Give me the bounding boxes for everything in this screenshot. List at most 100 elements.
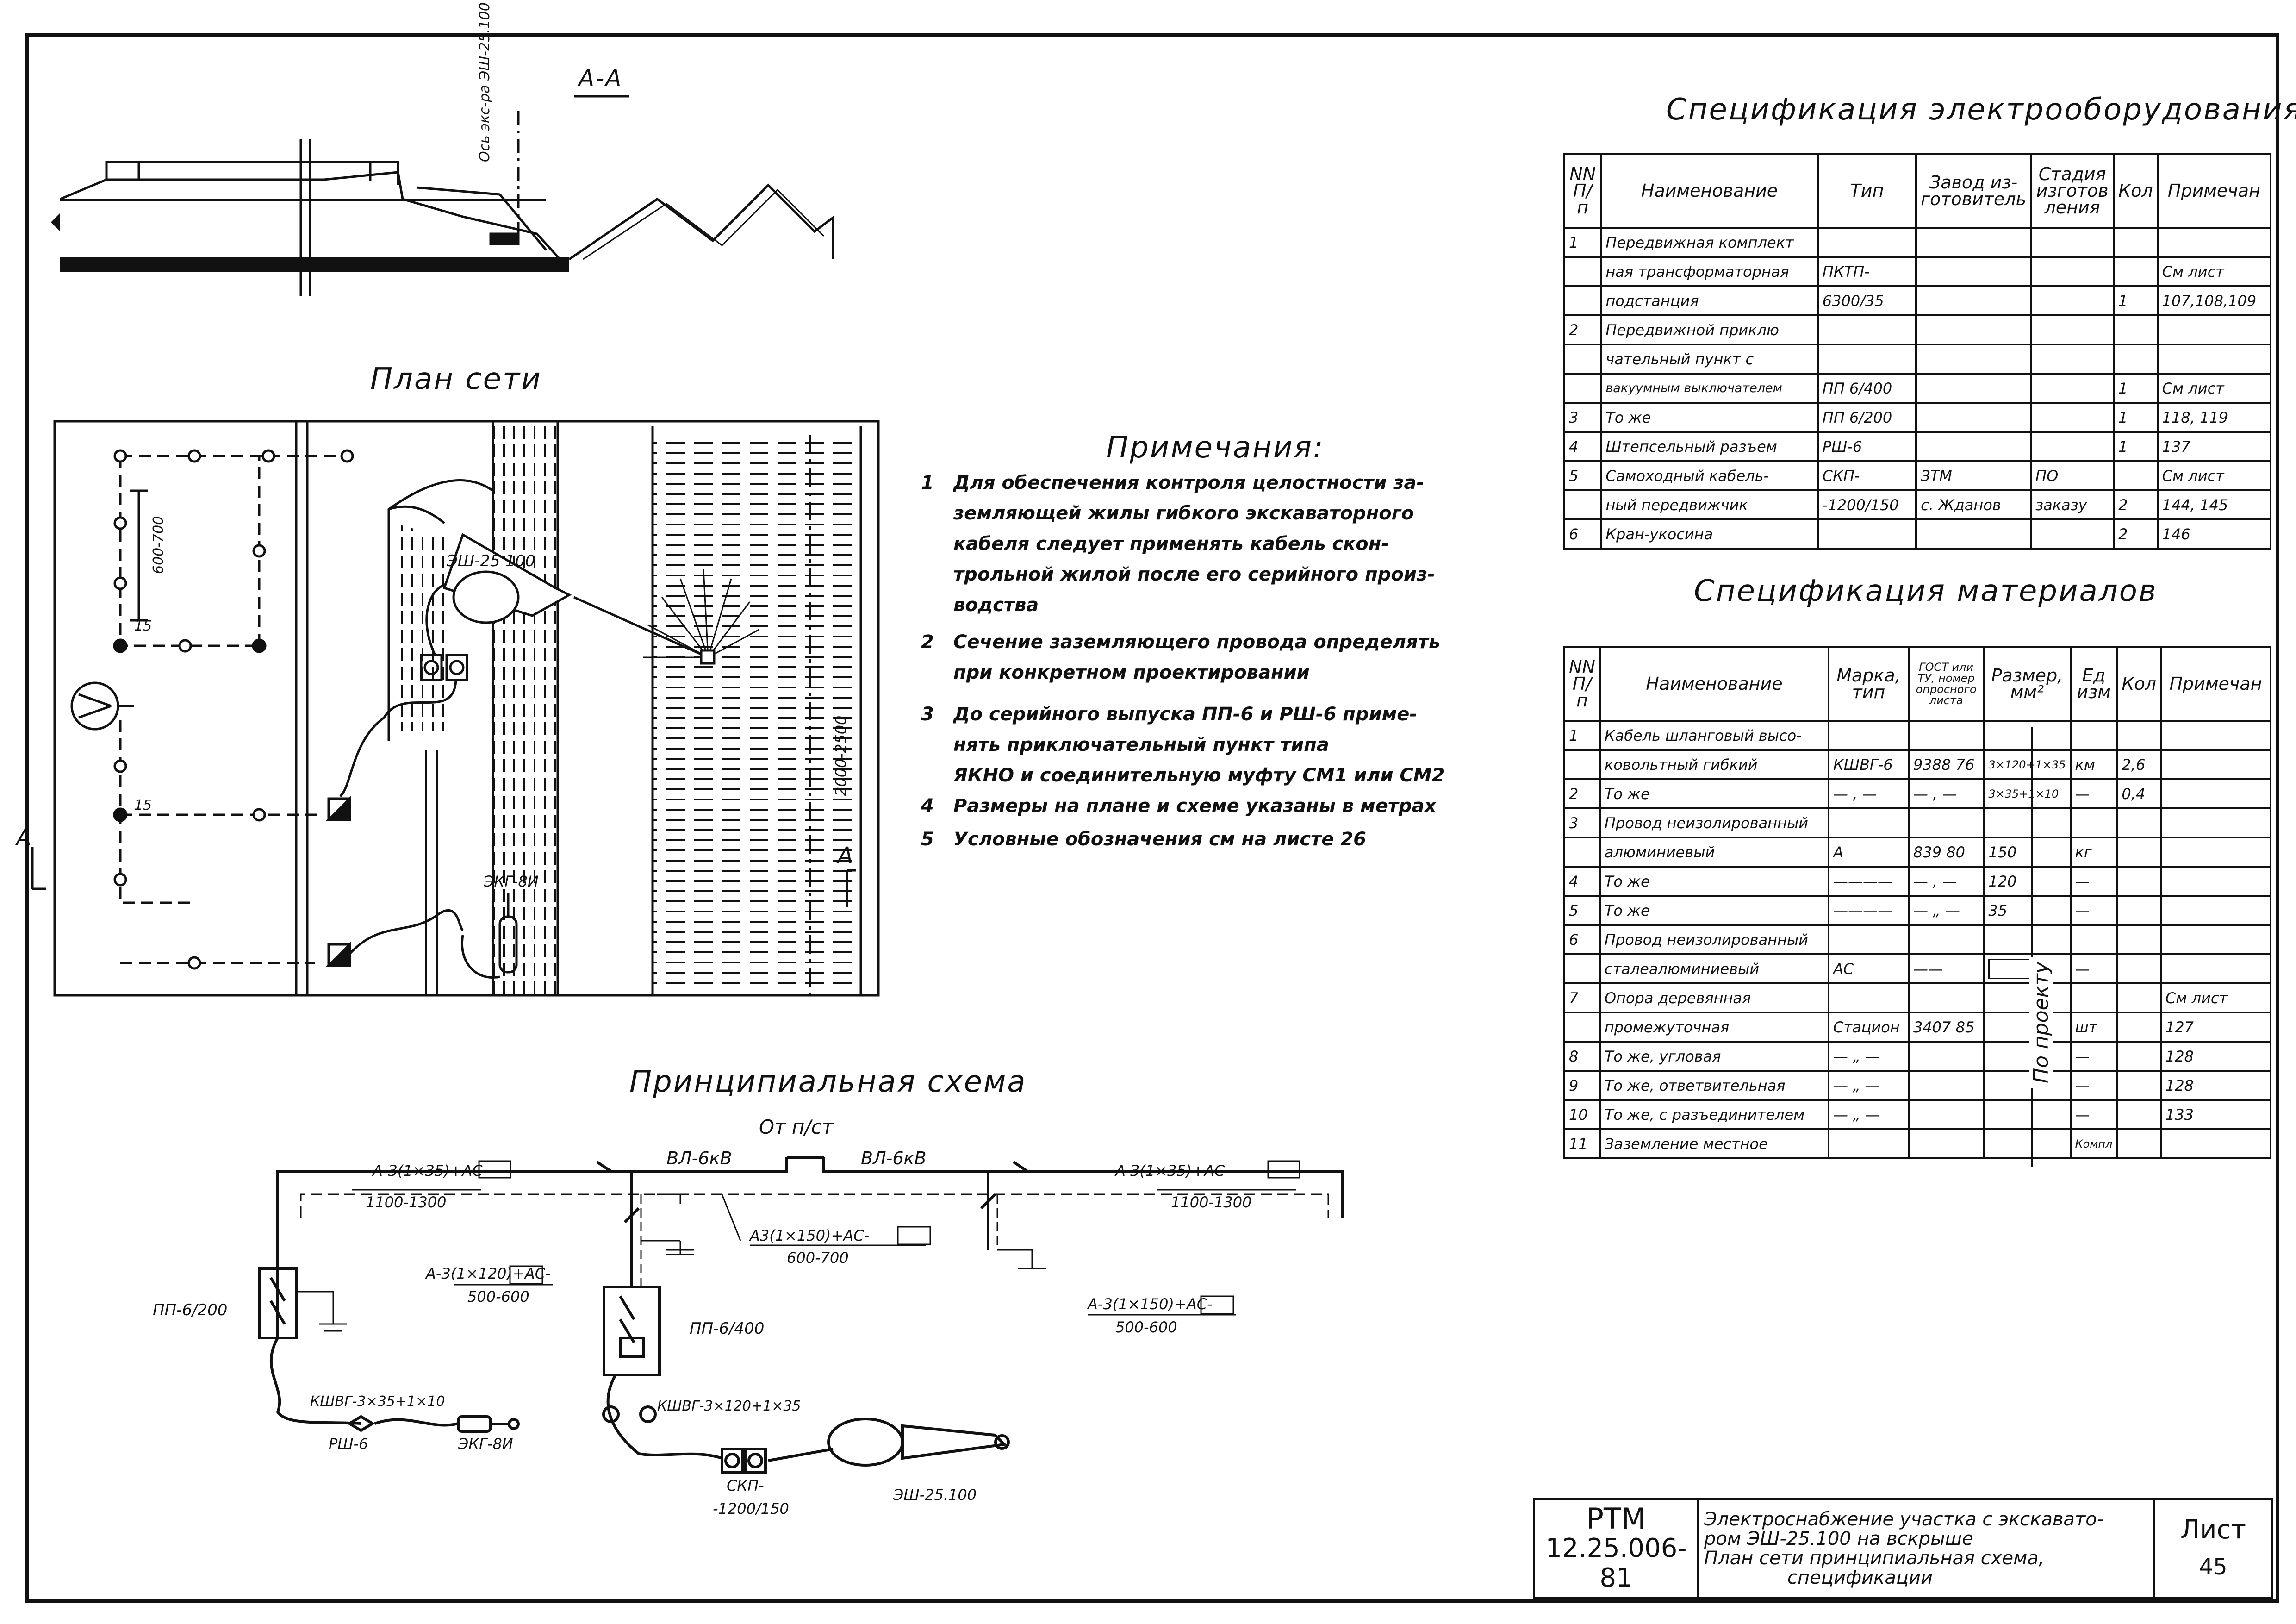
- table-cell: [2116, 953, 2162, 984]
- table-cell: [1907, 1070, 1985, 1101]
- table-cell: 133: [2159, 1099, 2272, 1130]
- table-cell: [2030, 314, 2115, 345]
- doc-desc-line: спецификации: [1787, 1567, 1933, 1588]
- note-num: 5: [921, 829, 934, 850]
- table-cell: [1915, 518, 2032, 550]
- table-cell: —: [2069, 895, 2118, 926]
- table-cell: 3407 85: [1907, 1012, 1985, 1043]
- doc-desc-line: План сети принципиальная схема,: [1704, 1548, 2045, 1569]
- header-cell: Кол: [2113, 153, 2159, 229]
- plan-excavator-label: ЭШ-25 100: [447, 552, 535, 570]
- table-cell: —: [2069, 953, 2118, 984]
- schematic-len-right: 1100-1300: [1171, 1193, 1252, 1211]
- table-cell: [1983, 1070, 2072, 1101]
- table-cell: [2159, 720, 2272, 751]
- table-cell: См лист: [2156, 256, 2272, 287]
- table-cell: 839 80: [1907, 837, 1985, 868]
- table-cell: [2156, 227, 2272, 258]
- table-cell: — ‚ —: [1907, 778, 1985, 809]
- table-cell: кг: [2069, 837, 2118, 868]
- table-cell: [1907, 1041, 1985, 1072]
- table-cell: СКП-: [1817, 460, 1917, 491]
- schematic-wire-center: А3(1×150)+АС-: [750, 1227, 870, 1244]
- merged-qty-label: По проекту: [2029, 957, 2053, 1088]
- table-cell: [2116, 1041, 2162, 1072]
- schematic-wire-right: А 3(1×35)+АС-: [1115, 1162, 1230, 1180]
- table-cell: Заземление местное: [1599, 1128, 1830, 1159]
- schematic-line-left: ВЛ-6кВ: [666, 1148, 732, 1168]
- table-cell: [2030, 227, 2115, 258]
- table-cell: [2113, 460, 2159, 491]
- table-cell: с. Жданов: [1915, 489, 2032, 520]
- doc-desc-line: Электроснабжение участка с экскавато-: [1704, 1509, 2104, 1530]
- sheet-number: 45: [2199, 1554, 2228, 1580]
- table-cell: [1915, 344, 2032, 375]
- header-cell: Наименование: [1600, 153, 1819, 229]
- note-line: земляющей жилы гибкого экскаваторного: [953, 503, 1414, 524]
- table-cell: 107,108,109: [2156, 285, 2272, 316]
- sheet-label: Лист: [2180, 1515, 2246, 1545]
- table-cell: [2156, 344, 2272, 375]
- table-cell: 127: [2159, 1012, 2272, 1043]
- section-aa-title: А-А: [579, 65, 623, 92]
- table-cell: То же, угловая: [1599, 1041, 1830, 1072]
- table-cell: подстанция: [1600, 285, 1819, 316]
- table-cell: ЗТМ: [1915, 460, 2032, 491]
- table-cell: 0,4: [2116, 778, 2162, 809]
- table-cell: [1983, 807, 2072, 838]
- table-cell: [1563, 1012, 1601, 1043]
- header-cell: Размер, мм²: [1983, 646, 2072, 722]
- note-line: До серийного выпуска ПП-6 и РШ-6 приме-: [953, 704, 1418, 725]
- table-cell: 3: [1563, 402, 1602, 433]
- note-line: Размеры на плане и схеме указаны в метра…: [953, 795, 1437, 817]
- header-cell: Завод из-готовитель: [1915, 153, 2032, 229]
- table-cell: ——: [1907, 953, 1985, 984]
- table-cell: [2159, 924, 2272, 955]
- table-cell: [1915, 373, 2032, 404]
- schematic-cable-right: КШВГ-3×120+1×35: [657, 1398, 801, 1414]
- table-cell: [1563, 344, 1602, 375]
- plan-ekg-label: ЭКГ-8И: [484, 873, 539, 890]
- table-cell: То же, ответвительная: [1599, 1070, 1830, 1101]
- table-cell: [2069, 982, 2118, 1013]
- table-cell: [2069, 807, 2118, 838]
- table-cell: [1915, 285, 2032, 316]
- note-num: 2: [921, 631, 934, 653]
- table-cell: 2: [1563, 314, 1602, 345]
- table-row: чательный пункт с: [1563, 344, 2272, 375]
- table-cell: [1983, 1128, 2072, 1159]
- doc-code-1: РТМ: [1586, 1502, 1646, 1536]
- schematic-skp1: СКП-: [727, 1477, 764, 1494]
- section-axis-label: Ось экс-ра ЭШ-25.100: [477, 2, 493, 162]
- header-cell: Примечан: [2156, 153, 2272, 229]
- table-cell: [1563, 256, 1602, 287]
- table-cell: [1817, 518, 1917, 550]
- table-cell: [2159, 953, 2272, 984]
- note-line: при конкретном проектировании: [953, 662, 1310, 683]
- table-cell: —: [2069, 1070, 2118, 1101]
- drawing-frame: [25, 33, 2279, 1603]
- table-cell: 2,6: [2116, 749, 2162, 780]
- table-cell: [1907, 807, 1985, 838]
- schematic-len-150: 500-600: [1115, 1318, 1177, 1336]
- table-cell: [1907, 924, 1985, 955]
- table-cell: [2030, 344, 2115, 375]
- table-cell: 3: [1563, 807, 1601, 838]
- table-cell: Кабель шланговый высо-: [1599, 720, 1830, 751]
- table-cell: То же: [1599, 778, 1830, 809]
- plan-dim-2000-2500: 2000-2500: [832, 715, 850, 796]
- header-cell: Ед изм: [2069, 646, 2118, 722]
- table-cell: [1828, 807, 1910, 838]
- table-cell: КШВГ-6: [1828, 749, 1910, 780]
- plan-dim-15a: 15: [134, 618, 152, 634]
- header-cell: Стадия изготов ления: [2030, 153, 2115, 229]
